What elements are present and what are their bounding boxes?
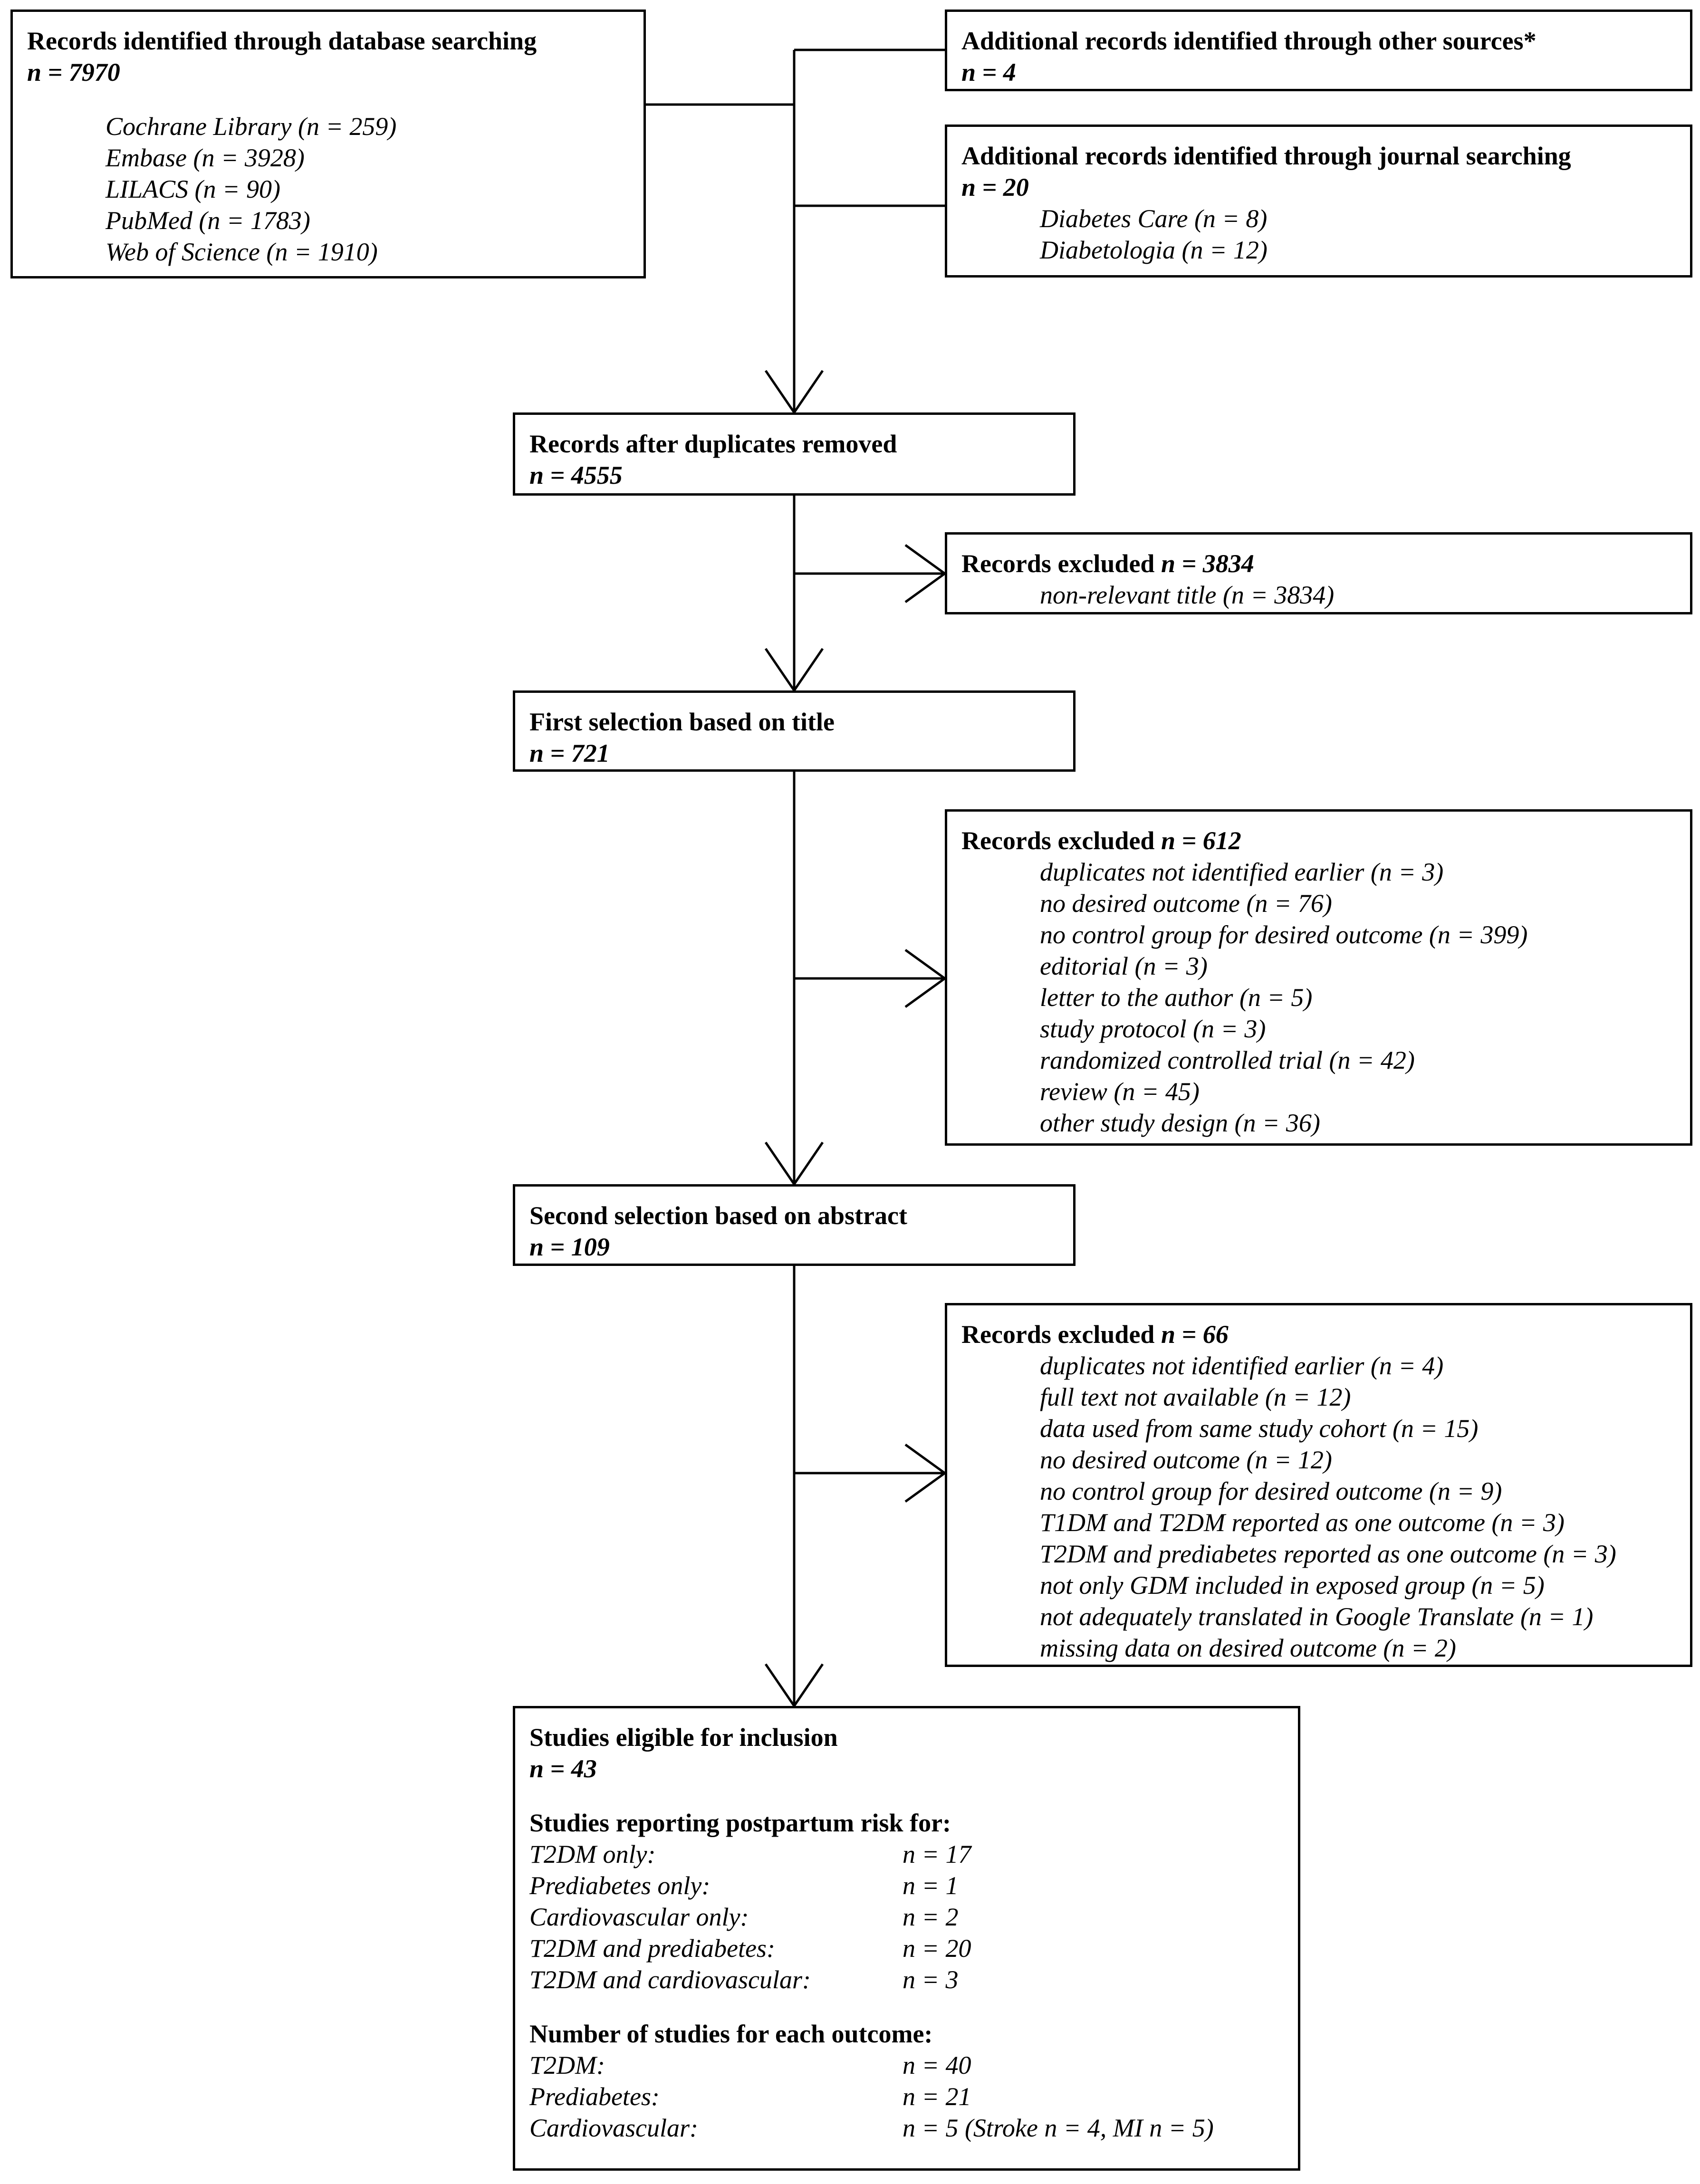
row-value: n = 40 xyxy=(903,2051,971,2079)
row-label: T2DM: xyxy=(529,2051,605,2079)
list-item: no desired outcome (n = 76) xyxy=(1040,889,1332,918)
list-item: no control group for desired outcome (n … xyxy=(1040,920,1528,949)
box-count: n = 721 xyxy=(529,739,610,767)
list-item: duplicates not identified earlier (n = 3… xyxy=(1040,858,1444,886)
outcome-row: Prediabetes only: n = 1 xyxy=(529,1870,1284,1901)
box-count: n = 4555 xyxy=(529,461,623,489)
outcome-row: T2DM: n = 40 xyxy=(529,2050,1284,2081)
box-count: n = 3834 xyxy=(1161,549,1254,578)
box-count: n = 66 xyxy=(1161,1320,1229,1349)
box-first-selection: First selection based on title n = 721 xyxy=(513,690,1076,772)
box-title: Records excluded xyxy=(961,549,1155,578)
row-value: n = 1 xyxy=(903,1871,959,1900)
list-item: data used from same study cohort (n = 15… xyxy=(1040,1414,1479,1443)
row-label: T2DM and prediabetes: xyxy=(529,1934,775,1963)
list-item: not adequately translated in Google Tran… xyxy=(1040,1602,1594,1631)
outcome-row: Cardiovascular: n = 5 (Stroke n = 4, MI n… xyxy=(529,2112,1284,2144)
list-item: Web of Science (n = 1910) xyxy=(106,238,378,266)
box-journal-search: Additional records identified through jo… xyxy=(945,125,1692,278)
list-item: Cochrane Library (n = 259) xyxy=(106,112,397,141)
box-title: Records excluded xyxy=(961,826,1155,855)
box-count: n = 20 xyxy=(961,173,1029,201)
list-item: no control group for desired outcome (n … xyxy=(1040,1477,1502,1505)
row-label: Prediabetes only: xyxy=(529,1871,711,1900)
list-item: non-relevant title (n = 3834) xyxy=(1040,581,1335,609)
box-count: n = 7970 xyxy=(27,58,120,86)
row-label: T2DM and cardiovascular: xyxy=(529,1965,811,1994)
box-second-selection: Second selection based on abstract n = 1… xyxy=(513,1184,1076,1266)
box-title-line: Records excluded n = 66 xyxy=(961,1319,1676,1350)
list-item: Diabetes Care (n = 8) xyxy=(1040,204,1268,233)
outcome-row: Cardiovascular only: n = 2 xyxy=(529,1901,1284,1933)
box-excluded-title: Records excluded n = 3834 non-relevant t… xyxy=(945,532,1692,614)
outcome-row: T2DM and prediabetes: n = 20 xyxy=(529,1933,1284,1964)
list-item: Diabetologia (n = 12) xyxy=(1040,236,1268,264)
section-title: Number of studies for each outcome: xyxy=(529,2020,933,2048)
outcome-row: T2DM and cardiovascular: n = 3 xyxy=(529,1964,1284,1995)
box-count: n = 109 xyxy=(529,1233,610,1261)
box-after-duplicates: Records after duplicates removed n = 455… xyxy=(513,412,1076,496)
box-title: Studies eligible for inclusion xyxy=(529,1723,838,1752)
box-title-line: Records excluded n = 612 xyxy=(961,825,1676,856)
box-title: Records identified through database sear… xyxy=(27,27,537,55)
row-label: Cardiovascular: xyxy=(529,2114,698,2142)
list-item: T2DM and prediabetes reported as one out… xyxy=(1040,1540,1616,1568)
box-title: Second selection based on abstract xyxy=(529,1201,907,1230)
box-database-search: Records identified through database sear… xyxy=(10,10,646,278)
box-other-sources: Additional records identified through ot… xyxy=(945,10,1692,91)
section-title: Studies reporting postpartum risk for: xyxy=(529,1809,951,1837)
list-item: no desired outcome (n = 12) xyxy=(1040,1446,1332,1474)
box-title: Records excluded xyxy=(961,1320,1155,1349)
list-item: letter to the author (n = 5) xyxy=(1040,983,1313,1012)
list-item: review (n = 45) xyxy=(1040,1077,1200,1106)
box-title: Additional records identified through jo… xyxy=(961,142,1571,170)
row-value: n = 20 xyxy=(903,1934,971,1963)
row-value: n = 17 xyxy=(903,1840,971,1868)
box-excluded-full-text: Records excluded n = 66 duplicates not i… xyxy=(945,1303,1692,1667)
list-item: T1DM and T2DM reported as one outcome (n… xyxy=(1040,1508,1565,1537)
row-value: n = 3 xyxy=(903,1965,959,1994)
outcome-row: Prediabetes: n = 21 xyxy=(529,2081,1284,2112)
box-eligible-studies: Studies eligible for inclusion n = 43 St… xyxy=(513,1706,1300,2171)
row-label: Prediabetes: xyxy=(529,2082,660,2111)
row-label: Cardiovascular only: xyxy=(529,1903,749,1931)
outcome-row: T2DM only: n = 17 xyxy=(529,1839,1284,1870)
box-title: Records after duplicates removed xyxy=(529,430,897,458)
row-value: n = 5 (Stroke n = 4, MI n = 5) xyxy=(903,2114,1214,2142)
list-item: other study design (n = 36) xyxy=(1040,1109,1320,1137)
row-value: n = 2 xyxy=(903,1903,959,1931)
list-item: Embase (n = 3928) xyxy=(106,144,305,172)
list-item: not only GDM included in exposed group (… xyxy=(1040,1571,1545,1600)
box-count: n = 43 xyxy=(529,1754,597,1783)
box-title-line: Records excluded n = 3834 xyxy=(961,548,1676,579)
list-item: PubMed (n = 1783) xyxy=(106,206,310,235)
box-title: First selection based on title xyxy=(529,708,835,736)
list-item: editorial (n = 3) xyxy=(1040,952,1208,980)
list-item: full text not available (n = 12) xyxy=(1040,1383,1351,1411)
box-count: n = 4 xyxy=(961,58,1016,86)
box-count: n = 612 xyxy=(1161,826,1241,855)
list-item: randomized controlled trial (n = 42) xyxy=(1040,1046,1415,1074)
box-excluded-abstract-screen: Records excluded n = 612 duplicates not … xyxy=(945,809,1692,1146)
list-item: duplicates not identified earlier (n = 4… xyxy=(1040,1351,1444,1380)
row-label: T2DM only: xyxy=(529,1840,656,1868)
box-title: Additional records identified through ot… xyxy=(961,27,1537,55)
list-item: study protocol (n = 3) xyxy=(1040,1015,1266,1043)
list-item: missing data on desired outcome (n = 2) xyxy=(1040,1634,1456,1662)
list-item: LILACS (n = 90) xyxy=(106,175,280,203)
row-value: n = 21 xyxy=(903,2082,971,2111)
